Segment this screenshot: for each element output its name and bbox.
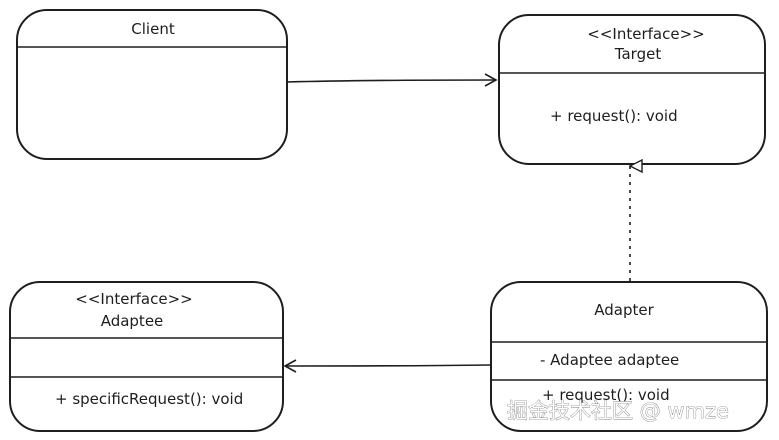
client-to-target-association-arrow	[286, 73, 498, 87]
client-class-name: Client	[131, 20, 175, 38]
adapter-to-adaptee-association-arrow	[283, 359, 491, 373]
adaptee-box-outline	[9, 281, 284, 432]
adaptee-method: + specificRequest(): void	[55, 390, 243, 408]
target-stereotype: <<Interface>>	[587, 25, 704, 43]
adapter-class-box: Adapter - Adaptee adaptee + request(): v…	[490, 281, 768, 432]
client-class-box: Client	[16, 9, 288, 160]
adaptee-class-box: <<Interface>> Adaptee + specificRequest(…	[9, 281, 284, 432]
target-class-name: Target	[614, 45, 662, 63]
watermark-text: 掘金技术社区 @ wmze	[507, 399, 729, 423]
target-method: + request(): void	[550, 107, 678, 125]
adapter-method: + request(): void	[542, 386, 670, 404]
adaptee-class-name: Adaptee	[101, 312, 164, 330]
adaptee-stereotype: <<Interface>>	[75, 290, 192, 308]
adapter-box-outline	[490, 281, 768, 432]
adapter-class-name: Adapter	[594, 301, 654, 319]
adapter-field: - Adaptee adaptee	[540, 351, 679, 369]
target-class-box: <<Interface>> Target + request(): void	[498, 14, 766, 165]
